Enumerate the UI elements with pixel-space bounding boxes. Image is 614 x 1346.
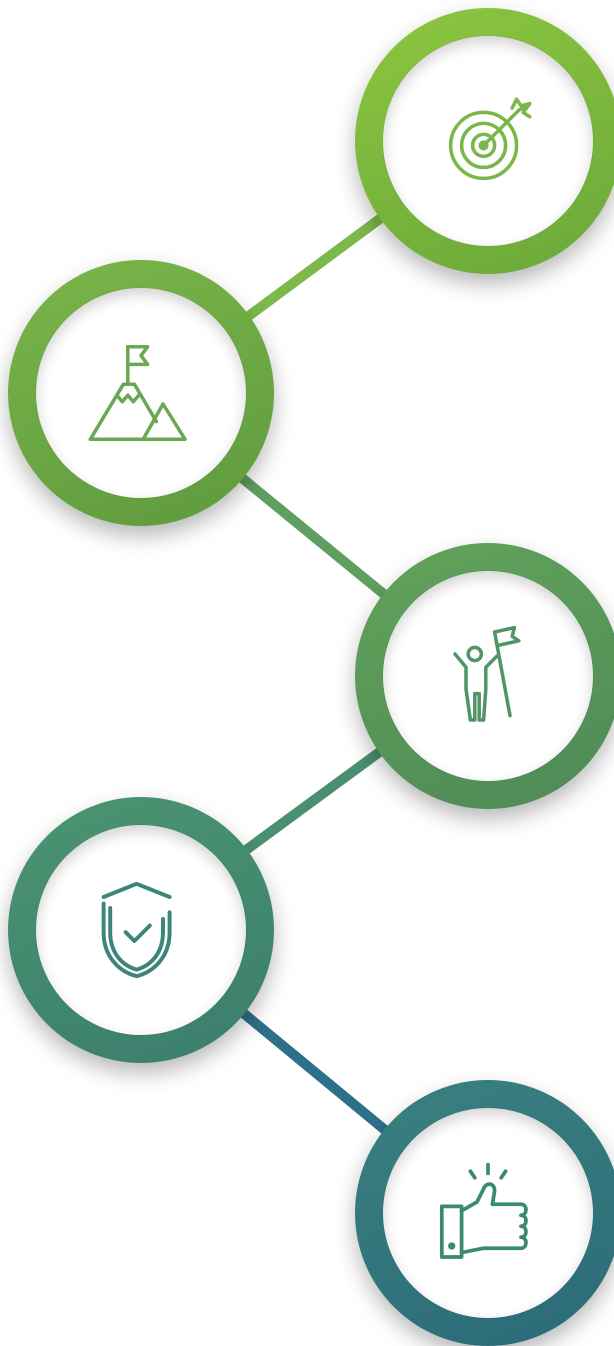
step-person: [355, 543, 614, 809]
step-thumbs: [355, 1080, 614, 1346]
step-4-circle: [36, 825, 246, 1035]
connector-4-5: [237, 1007, 390, 1135]
target-arrow-icon: [448, 97, 532, 181]
step-target: [355, 8, 614, 274]
shield-check-icon: [101, 881, 172, 979]
step-1-circle: [383, 36, 593, 246]
step-2-circle: [36, 288, 246, 498]
connector-3-4: [241, 743, 390, 855]
step-3-circle: [383, 571, 593, 781]
mountain-flag-icon: [88, 345, 187, 441]
connector-2-3: [237, 473, 390, 600]
thumbs-up-icon: [439, 1162, 528, 1259]
person-flag-icon: [453, 625, 521, 722]
step-5-circle: [383, 1108, 593, 1318]
connector-1-2: [241, 210, 390, 323]
step-mountain: [8, 260, 274, 526]
step-shield: [8, 797, 274, 1063]
